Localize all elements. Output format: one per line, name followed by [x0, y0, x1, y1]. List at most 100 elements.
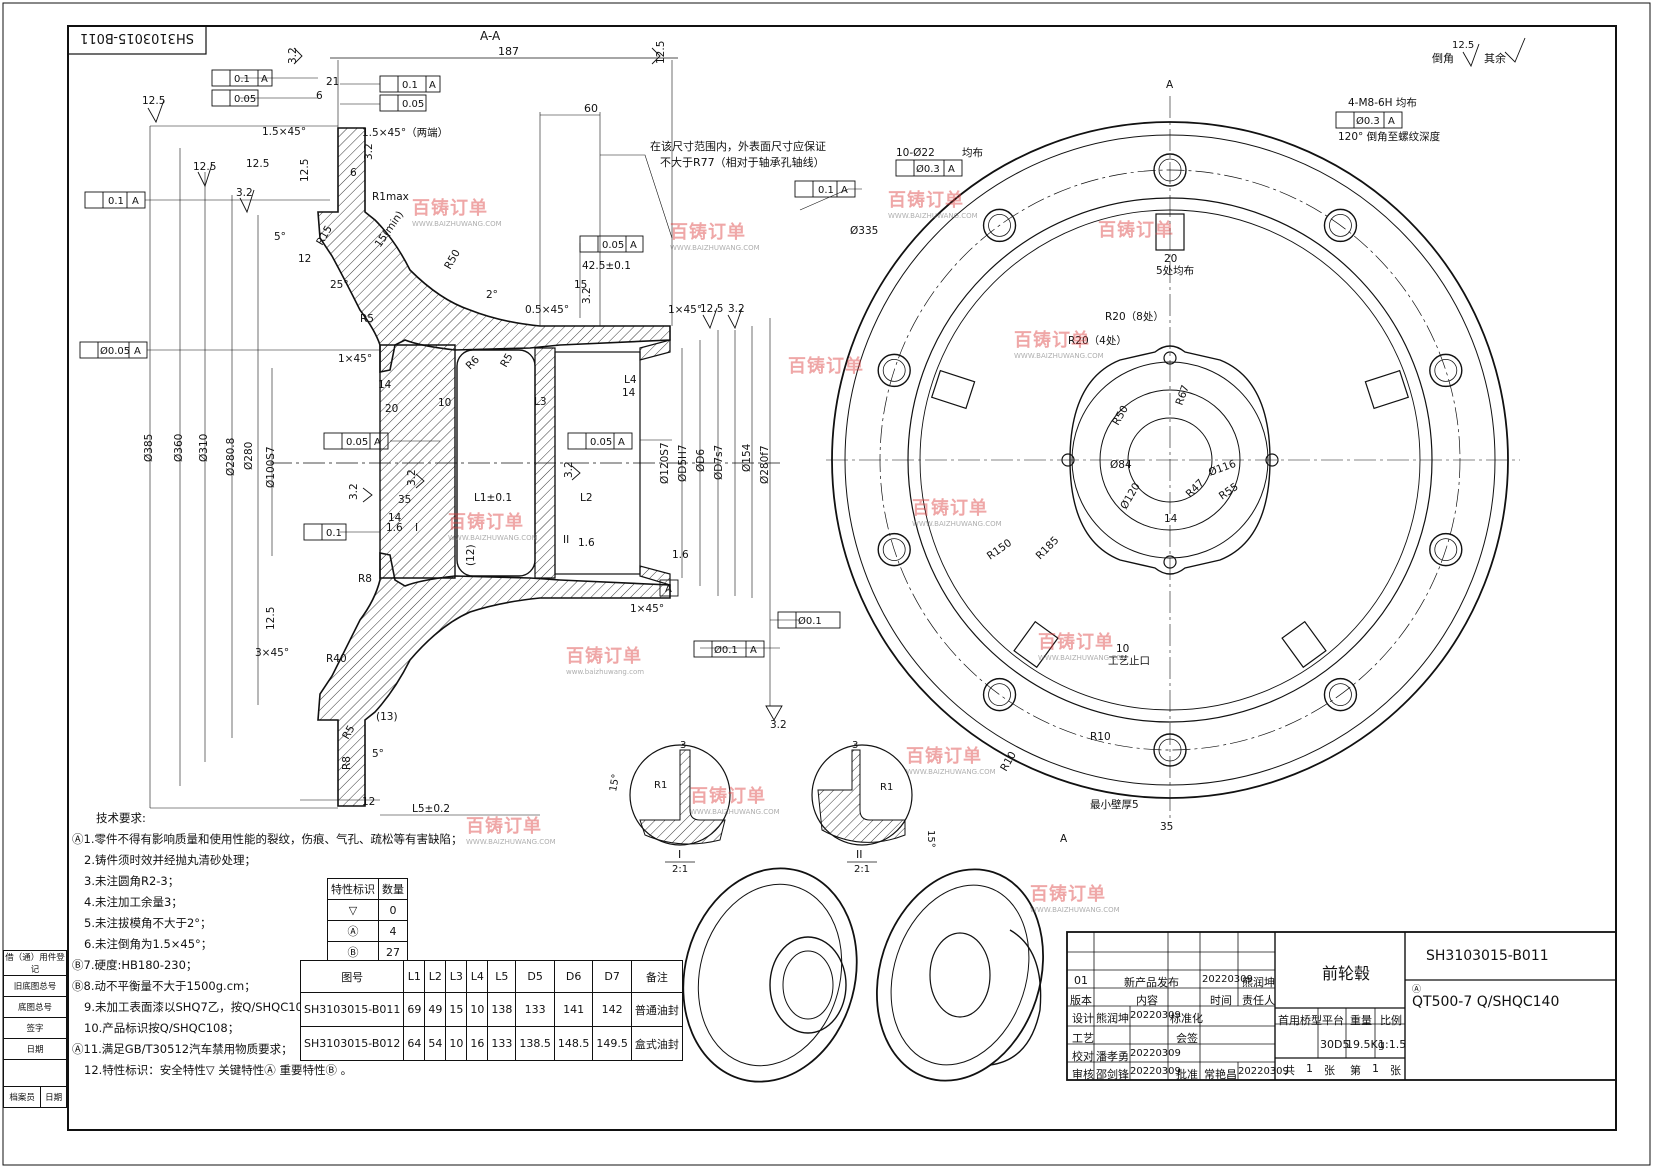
- label-d280f7: Ø280f7: [759, 445, 771, 484]
- label-10: 10: [438, 397, 451, 409]
- thread-hole: [1265, 453, 1279, 467]
- leader-lines: [145, 77, 862, 649]
- plan-min-wall: 最小壁厚5: [1090, 798, 1139, 811]
- svg-text:A: A: [132, 196, 139, 207]
- label-d154: Ø154: [741, 443, 753, 472]
- section-view: 60: [149, 60, 780, 816]
- plan-thread-4: 4-M8-6H 均布: [1348, 97, 1417, 109]
- tech-item: 3.未注圆角R2-3；: [84, 874, 180, 888]
- svg-text:2:1: 2:1: [672, 864, 688, 875]
- svg-text:II: II: [856, 848, 863, 861]
- bolt-hole: [982, 677, 1017, 712]
- svg-text:Ø0.05: Ø0.05: [100, 345, 130, 357]
- plan-r55: R55: [1217, 481, 1241, 503]
- hub-section-upper: [317, 127, 671, 373]
- label-d5: ØD5H7: [677, 444, 689, 482]
- section-dim-labels: 1.5×45° 1.5×45°（两端） R1max R15 R50 15(min…: [142, 41, 787, 815]
- rough-top-right: 12.5: [1452, 40, 1474, 51]
- plan-r67: R67: [1174, 383, 1192, 407]
- rough-12-5e: 12.5: [700, 303, 723, 315]
- label-15: 15: [574, 279, 587, 291]
- slot: [1155, 213, 1185, 251]
- svg-text:A: A: [665, 584, 672, 595]
- bolt-hole-inner: [1434, 358, 1458, 382]
- rough-3-2c: 3.2: [728, 303, 745, 315]
- plan-thread-note: 120° 倒角至螺纹深度: [1338, 130, 1441, 143]
- svg-text:15°: 15°: [608, 773, 622, 792]
- svg-text:0.05: 0.05: [602, 240, 624, 251]
- thread-hole: [1163, 555, 1177, 569]
- label-mark-ii: II: [563, 534, 569, 546]
- rough-12-5f: 12.5: [265, 607, 277, 630]
- rough-12-5g: 12.5: [299, 159, 311, 182]
- svg-text:0.1: 0.1: [402, 80, 418, 91]
- label-20: 20: [385, 403, 398, 415]
- plan-r47: R47: [1184, 477, 1207, 500]
- plan-holes-10-suffix: 均布: [962, 147, 983, 159]
- svg-text:R1: R1: [880, 782, 893, 793]
- label-c15x45: 1.5×45°: [262, 126, 306, 138]
- label-2deg: 2°: [486, 289, 498, 301]
- label-r8b: R8: [341, 756, 353, 770]
- plan-view: [826, 96, 1520, 820]
- svg-text:A: A: [374, 437, 381, 448]
- label-r40: R40: [326, 653, 347, 665]
- sheet-border: [67, 25, 1617, 1131]
- plan-holes-10: 10-Ø22: [896, 147, 935, 159]
- plan-d84: Ø84: [1110, 459, 1132, 471]
- side-table: 借（通）用件登记 旧底图总号 底图总号 签字 日期 档案员日期: [2, 950, 67, 1108]
- rough-12-5c: 12.5: [193, 161, 216, 173]
- rough-12-5a: 12.5: [142, 95, 165, 107]
- label-13: (13): [376, 711, 398, 723]
- dim-187: 187: [498, 45, 519, 58]
- svg-text:15°: 15°: [925, 830, 936, 848]
- label-25deg: 25°: [330, 279, 349, 291]
- tech-item: 5.未注拔模角不大于2°；: [84, 916, 212, 930]
- dim-60: 60: [584, 102, 598, 115]
- svg-text:A: A: [1388, 116, 1395, 127]
- label-l1: L1±0.1: [474, 492, 512, 504]
- svg-text:0.05: 0.05: [234, 94, 256, 105]
- bolt-hole: [877, 532, 911, 567]
- drawing-number: SH3103015-B011: [1426, 948, 1549, 964]
- label-12b: 12: [362, 796, 375, 808]
- bolt-hole: [1429, 532, 1463, 567]
- note-r77-1: 在该尺寸范围内，外表面尺寸应保证: [650, 139, 826, 153]
- label-d6: ØD6: [695, 449, 707, 472]
- svg-text:A: A: [429, 80, 436, 91]
- bolt-hole: [1153, 153, 1187, 187]
- drawing-number-box: [67, 25, 207, 55]
- plan-r150: R150: [985, 537, 1014, 563]
- rough-3-2b: 3.2: [236, 187, 253, 199]
- rough-3-2g: 3.2: [770, 719, 787, 731]
- svg-text:2:1: 2:1: [854, 864, 870, 875]
- drawing-number-top: SH3103015-B011: [80, 30, 194, 45]
- tech-title: 技术要求:: [96, 811, 146, 825]
- label-6b: 6: [350, 167, 357, 179]
- label-12paren: (12): [465, 544, 477, 566]
- plan-d335: Ø335: [850, 225, 878, 237]
- plan-process-stop: 工艺止口: [1108, 655, 1150, 667]
- plan-d120: Ø120: [1118, 481, 1143, 512]
- svg-text:0.05: 0.05: [346, 437, 368, 448]
- label-r5: R5: [360, 313, 374, 325]
- label-d280: Ø280: [243, 442, 255, 470]
- svg-text:A: A: [261, 74, 268, 85]
- plan-r20-4: R20（4处）: [1068, 335, 1127, 347]
- tech-item: 2.铸件须时效并经抛丸清砂处理；: [84, 853, 256, 867]
- label-21: 21: [326, 76, 339, 88]
- label-r50: R50: [442, 248, 463, 272]
- label-12a: 12: [298, 253, 311, 265]
- bolt-hole-inner: [988, 213, 1011, 237]
